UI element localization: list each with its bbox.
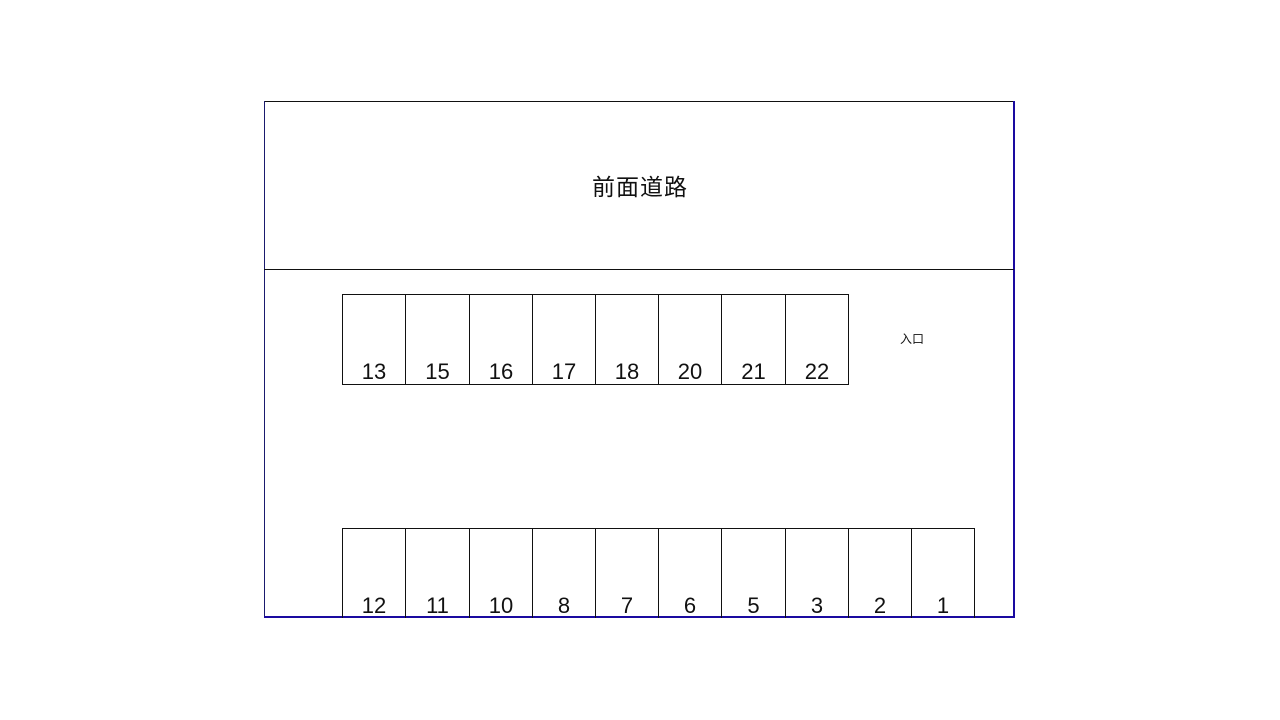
parking-space-number: 1	[936, 593, 950, 618]
parking-space: 15	[406, 295, 470, 384]
lot-boundary-bottom	[264, 616, 1015, 618]
parking-space: 22	[786, 295, 849, 384]
road-divider-line	[264, 269, 1014, 270]
parking-space-number: 16	[488, 359, 514, 384]
parking-space: 13	[343, 295, 406, 384]
parking-space-number: 15	[425, 359, 450, 384]
parking-space: 3	[786, 529, 849, 618]
parking-space-number: 22	[804, 359, 830, 384]
parking-space: 8	[533, 529, 596, 618]
parking-space-number: 3	[810, 593, 824, 618]
parking-space-number: 10	[488, 593, 514, 618]
parking-space: 12	[343, 529, 406, 618]
parking-space: 17	[533, 295, 596, 384]
parking-space-number: 13	[361, 359, 387, 384]
parking-space: 5	[722, 529, 786, 618]
parking-space-number: 20	[677, 359, 703, 384]
parking-space-number: 5	[747, 593, 760, 618]
parking-row-top: 13 15 16 17 18 20 21 22	[342, 294, 849, 385]
parking-space-number: 7	[620, 593, 634, 618]
parking-space-number: 12	[361, 593, 387, 618]
parking-space: 1	[912, 529, 975, 618]
parking-space-number: 21	[741, 359, 766, 384]
entrance-label: 入口	[899, 332, 924, 346]
parking-space: 11	[406, 529, 470, 618]
parking-space: 2	[849, 529, 912, 618]
lot-boundary-right	[1013, 101, 1015, 618]
parking-space: 10	[470, 529, 533, 618]
parking-space-number: 6	[683, 593, 697, 618]
lot-boundary-left	[264, 101, 265, 618]
parking-space: 20	[659, 295, 722, 384]
parking-space: 7	[596, 529, 659, 618]
parking-space-number: 2	[873, 593, 887, 618]
parking-space-number: 18	[614, 359, 640, 384]
parking-space: 18	[596, 295, 659, 384]
parking-space-number: 8	[557, 593, 571, 618]
front-road-label: 前面道路	[592, 175, 688, 201]
lot-boundary-top	[264, 101, 1015, 102]
parking-space: 16	[470, 295, 533, 384]
parking-space-number: 17	[551, 359, 577, 384]
parking-space: 21	[722, 295, 786, 384]
parking-row-bottom: 12 11 10 8 7 6 5 3 2 1	[342, 528, 975, 618]
parking-space: 6	[659, 529, 722, 618]
parking-space-number: 11	[426, 593, 449, 618]
